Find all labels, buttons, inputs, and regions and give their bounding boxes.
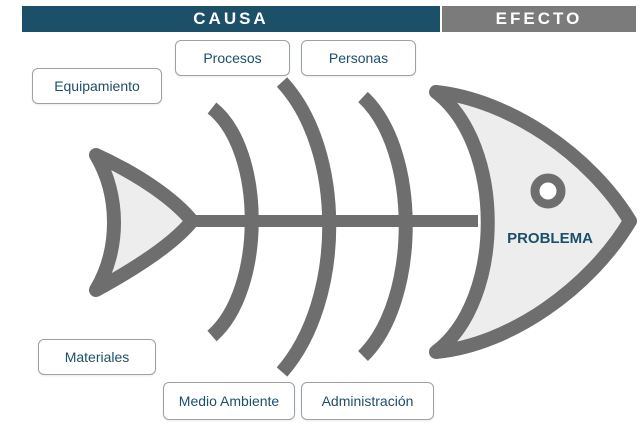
- cause-box-administracion: Administración: [301, 382, 434, 420]
- cause-box-equipamiento: Equipamiento: [32, 68, 162, 104]
- fish-eye: [530, 173, 566, 209]
- cause-box-personas: Personas: [301, 40, 416, 76]
- fish-tail: [89, 148, 199, 297]
- fish-rib-2: [276, 77, 337, 377]
- cause-box-medio-ambiente: Medio Ambiente: [163, 382, 295, 420]
- problem-label: PROBLEMA: [507, 229, 593, 247]
- cause-box-materiales: Materiales: [38, 339, 156, 375]
- fish-rib-1: [207, 102, 259, 342]
- cause-header: CAUSA: [22, 6, 440, 32]
- cause-box-procesos: Procesos: [175, 40, 290, 76]
- effect-header: EFECTO: [442, 6, 636, 32]
- fish-rib-3: [357, 91, 413, 361]
- fish-head: [429, 85, 637, 359]
